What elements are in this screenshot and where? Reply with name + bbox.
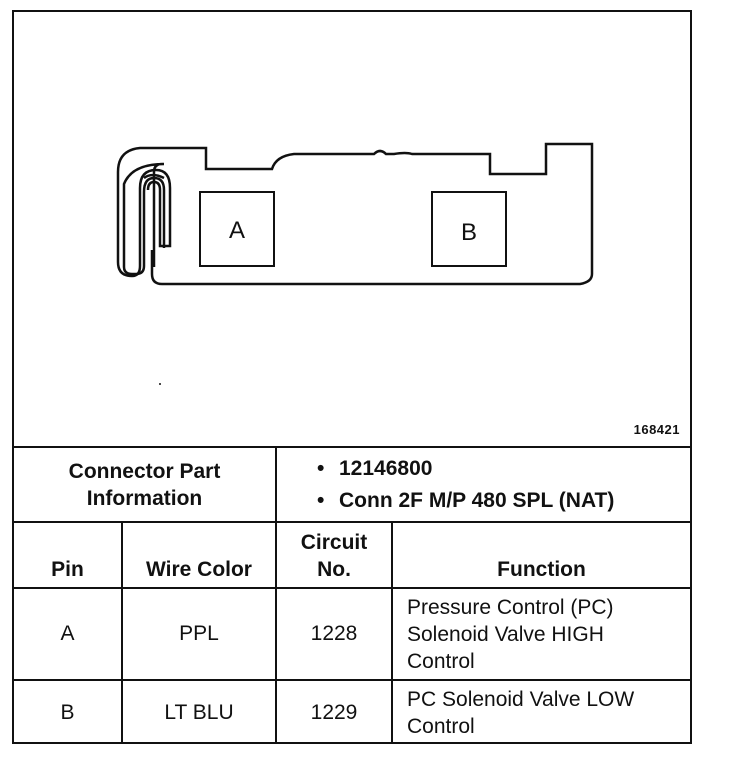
part-info-label-line1: Connector Part [68,459,221,483]
pinout-table: Connector Part Information • 12146800 • Co… [14,448,690,744]
part-info-label-line2: Information [86,486,203,510]
bullet-icon: • [317,456,325,480]
part-info-values: • 12146800 • Conn 2F M/P 480 SPL (NAT) [275,448,690,523]
function-line: Solenoid Valve HIGH [407,622,604,646]
connector-description: Conn 2F M/P 480 SPL (NAT) [339,488,615,512]
part-info-bullet: • 12146800 [317,453,684,485]
cavity-a-box [199,191,275,267]
figure-number: 168421 [633,422,680,437]
connector-pinout-sheet: A B 168421 Connector Part Information • 1… [12,10,692,744]
function-line: PC Solenoid Valve LOW [407,687,635,711]
table-header-row: Pin Wire Color Circuit No. Function [14,521,690,589]
cavity-b-label: B [461,219,477,246]
function-cell: PC Solenoid Valve LOW Control [391,679,690,744]
circuit-cell: 1228 [275,587,393,681]
circuit-cell: 1229 [275,679,393,744]
scan-speck [159,383,161,385]
header-function: Function [391,521,690,589]
table-row: B LT BLU 1229 PC Solenoid Valve LOW Cont… [14,679,690,744]
cavity-a-label: A [229,217,245,244]
function-line: Control [407,714,475,738]
part-info-label: Connector Part Information [14,448,277,523]
connector-housing [116,142,594,286]
header-pin: Pin [14,521,123,589]
connector-end-view: A B 168421 [14,12,690,448]
latch-hook [116,168,172,278]
cavity-b-box [431,191,507,267]
pin-cell: B [14,679,123,744]
bullet-icon: • [317,488,325,512]
wire-color-cell: PPL [121,587,277,681]
function-cell: Pressure Control (PC) Solenoid Valve HIG… [391,587,690,681]
part-info-bullet: • Conn 2F M/P 480 SPL (NAT) [317,485,684,517]
header-wire-color: Wire Color [121,521,277,589]
header-circuit-no: Circuit No. [275,521,393,589]
part-info-row: Connector Part Information • 12146800 • Co… [14,448,690,523]
function-line: Pressure Control (PC) [407,595,614,619]
function-line: Control [407,649,475,673]
connector-body-outline [122,162,166,276]
table-row: A PPL 1228 Pressure Control (PC) Solenoi… [14,587,690,681]
pin-cell: A [14,587,123,681]
connector-outline-drawing: A B [116,142,594,385]
wire-color-cell: LT BLU [121,679,277,744]
header-circuit-line2: No. [317,558,351,581]
part-number: 12146800 [339,456,433,480]
header-circuit-line1: Circuit [300,531,368,554]
